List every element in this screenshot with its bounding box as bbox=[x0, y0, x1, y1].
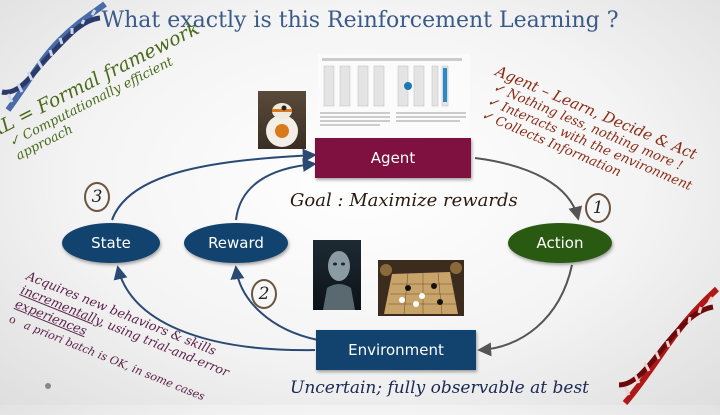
arrow-agent-to-action bbox=[474, 157, 583, 221]
step-number-3: 3 bbox=[84, 182, 110, 212]
dna-helix-top-left-icon bbox=[1, 1, 107, 112]
go-board-image bbox=[378, 260, 464, 316]
environment-note: Uncertain; fully observable at best bbox=[290, 378, 590, 398]
cycle-arrows bbox=[111, 148, 583, 357]
reward-node: Reward bbox=[184, 223, 288, 263]
agent-node: Agent bbox=[315, 138, 471, 178]
environment-node: Environment bbox=[316, 330, 476, 370]
slide-bullet-dot bbox=[45, 383, 51, 389]
bb8-robot-image bbox=[258, 91, 306, 149]
arrow-reward-to-agent bbox=[235, 158, 317, 221]
arrow-state-to-agent bbox=[111, 148, 317, 221]
dna-helix-bottom-right-icon bbox=[618, 286, 720, 405]
action-node: Action bbox=[508, 223, 612, 263]
arrow-environment-to-reward bbox=[230, 265, 319, 341]
step-number-2: 2 bbox=[251, 279, 277, 309]
step-number-1: 1 bbox=[585, 193, 611, 223]
goal-text: Goal : Maximize rewards bbox=[290, 190, 518, 211]
arrow-environment-to-state bbox=[113, 265, 316, 352]
state-node: State bbox=[62, 223, 160, 263]
arrow-action-to-environment bbox=[477, 264, 573, 357]
slide-title: What exactly is this Reinforcement Learn… bbox=[101, 8, 619, 33]
humanoid-robot-image bbox=[313, 240, 361, 310]
paper-figure-image bbox=[318, 54, 470, 136]
